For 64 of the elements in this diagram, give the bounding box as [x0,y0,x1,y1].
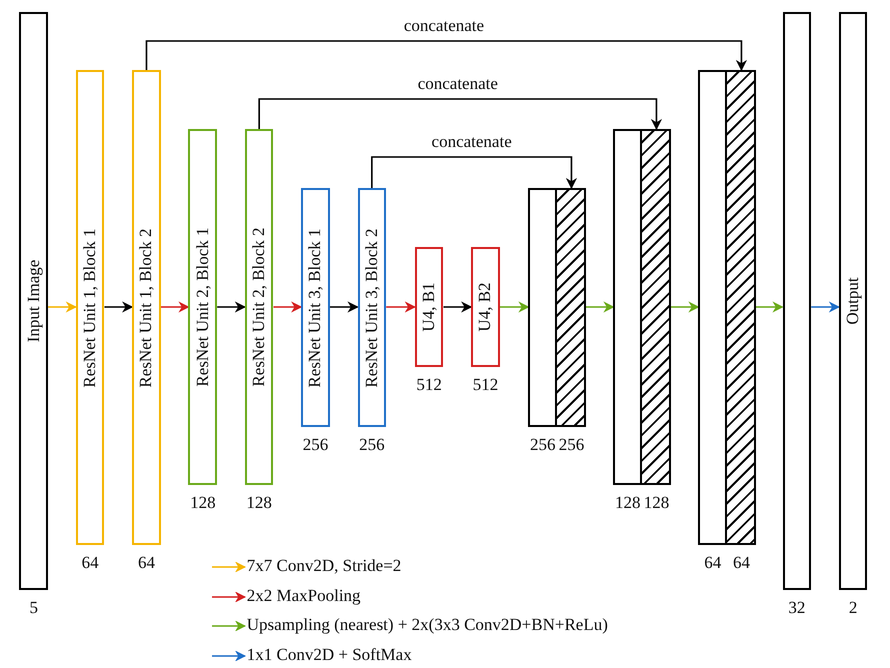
arrow [330,301,359,313]
layer-label: ResNet Unit 1, Block 2 [136,228,156,388]
layer-label: U4, B1 [419,282,440,332]
channel-count: 512 [416,375,442,395]
layer-label: ResNet Unit 2, Block 2 [249,227,270,387]
arrow [670,301,700,313]
layer-label: U4, B2 [475,282,496,332]
feature-box [528,188,558,427]
legend-text: 7x7 Conv2D, Stride=2 [246,556,402,576]
legend-text: 1x1 Conv2D + SoftMax [246,644,412,664]
arrow [217,301,246,313]
channel-count: 256 [359,435,385,455]
layer-label: ResNet Unit 1, Block 1 [80,228,100,388]
arrow [443,301,472,313]
channel-count: 512 [472,375,498,395]
layer-label: Input Image [24,260,44,342]
channel-count: 128 [246,493,272,513]
concatenated-feature-box [557,188,586,427]
layer-label: ResNet Unit 2, Block 1 [192,227,213,387]
channel-count: 256 [302,435,328,455]
channel-count: 256 [530,435,556,455]
arrow [160,301,190,313]
layer-label: ResNet Unit 3, Block 1 [305,228,326,388]
channel-count: 128 [615,493,641,513]
feature-box [698,70,728,545]
arrow [500,301,530,313]
channel-count: 256 [558,435,584,455]
arrow [48,301,77,313]
layer-box [838,12,868,590]
channel-count: 64 [704,553,722,573]
channel-count: 5 [30,598,38,618]
layer-box [414,247,444,367]
layer-box [188,129,218,485]
layer-box [358,188,386,427]
legend-text: 2x2 MaxPooling [246,586,361,606]
arrow [104,301,134,313]
layer-label: ResNet Unit 3, Block 2 [362,228,382,388]
layer-box [471,247,500,367]
channel-count: 128 [190,493,216,513]
channel-count: 2 [848,598,858,618]
layer-box [301,188,330,427]
layer-box [19,12,48,590]
arrow [586,301,615,313]
legend-text: Upsampling (nearest) + 2x(3x3 Conv2D+BN+ReLu) [246,615,608,635]
channel-count: 128 [644,493,670,513]
arrow [756,301,784,313]
layer-box [132,70,161,545]
layer-box [76,70,104,545]
channel-count: 64 [82,553,99,573]
concatenated-feature-box [642,129,671,485]
skip-connection-arrow [146,40,748,72]
arrow [386,301,416,313]
feature-box [613,129,642,485]
channel-count: 32 [788,598,806,618]
layer-box [244,129,274,485]
channel-count: 64 [138,553,155,573]
arrow [274,301,302,313]
concatenated-feature-box [727,70,756,545]
skip-connection-arrow [371,156,578,190]
channel-count: 64 [732,553,750,573]
arrow [811,301,840,313]
layer-label: Output [843,277,864,325]
feature-box [782,12,812,590]
skip-connection-arrow [258,98,662,130]
